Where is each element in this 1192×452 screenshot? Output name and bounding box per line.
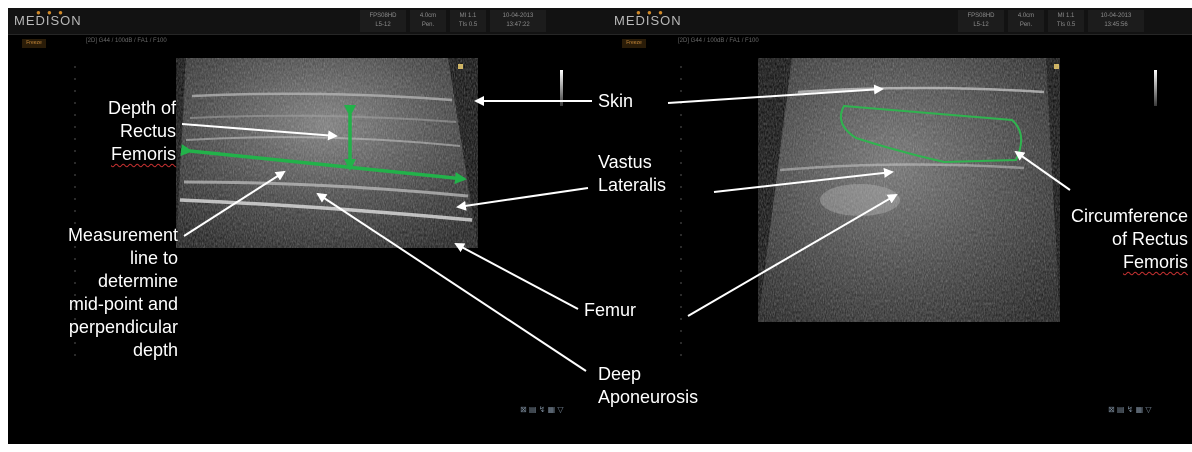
label-depth-of-rectus-femoris: Depth of Rectus Femoris: [48, 97, 176, 166]
circumference-line-2: of Rectus: [1020, 228, 1188, 251]
arrow-vastus-left: [458, 188, 588, 207]
circumference-line-1: Circumference: [1020, 205, 1188, 228]
femoris-word: Femoris: [111, 144, 176, 164]
label-femur: Femur: [584, 299, 636, 322]
label-measurement-line: Measurement line to determine mid-point …: [14, 224, 178, 362]
label-circumference-rectus-femoris: Circumferenceof RectusFemoris: [1020, 205, 1188, 274]
right-ultrasound-image: [758, 58, 1060, 322]
label-deep-aponeurosis: Deep Aponeurosis: [598, 363, 698, 409]
label-vastus-lateralis: Vastus Lateralis: [598, 151, 666, 197]
arrow-femur-left: [456, 244, 578, 309]
label-skin: Skin: [598, 90, 633, 113]
circumference-line-3: Femoris: [1020, 251, 1188, 274]
